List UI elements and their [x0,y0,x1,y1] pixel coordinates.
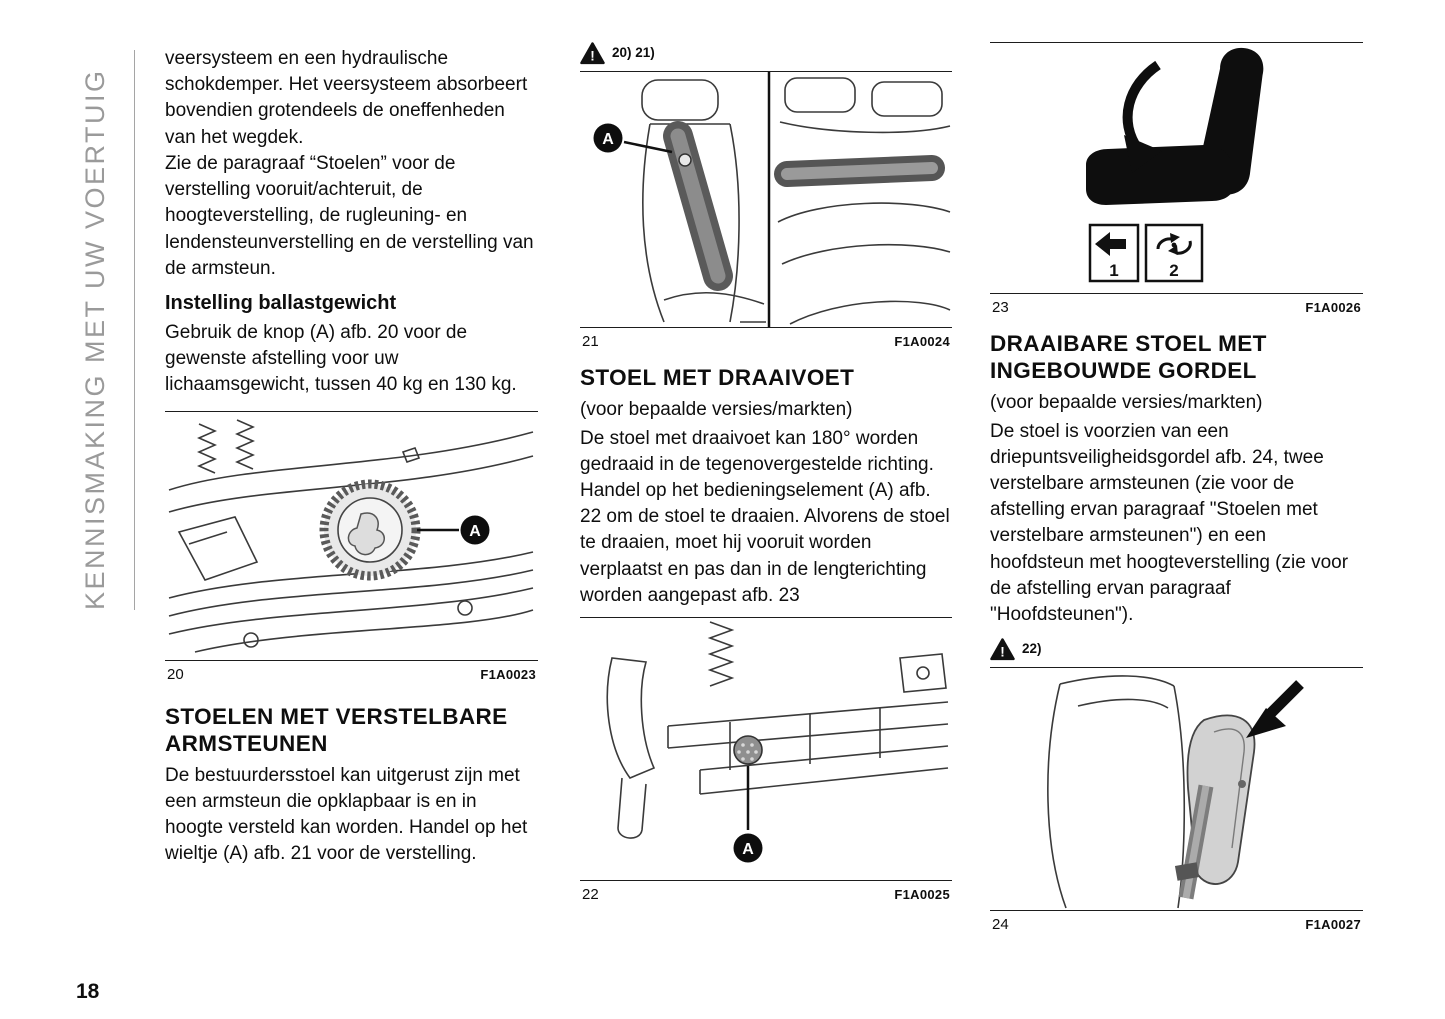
section-subnote: (voor bepaalde versies/markten) [580,399,853,420]
svg-text:A: A [469,523,481,540]
figure-20: A 20 F1A0023 [165,410,538,683]
section-heading-stoelen-armsteunen: STOELEN MET VERSTELBARE ARMSTEUNEN [165,703,508,756]
figure-23: 1 2 23 F1A0026 [990,42,1363,316]
center-armrest [774,155,945,187]
figure-caption: 23 F1A0026 [990,294,1363,316]
column-middle: ! 20) 21) [580,42,952,913]
figure-24: 24 F1A0027 [990,667,1363,933]
paragraph: De bestuurdersstoel kan uitgerust zijn m… [165,764,528,865]
figure-code: F1A0025 [894,887,950,903]
warning-note: ! 22) [990,638,1363,661]
warning-icon: ! [990,638,1015,661]
svg-text:!: ! [590,48,595,63]
figure-code: F1A0027 [1305,917,1361,933]
figure-20-drawing: A [165,410,538,661]
figure-21-drawing: A [580,71,952,328]
swivel-base-illustration: A [606,621,949,863]
marker-a-badge: A [460,515,490,545]
marker-a-badge: A [593,123,623,153]
swivel-seat-pictogram: 1 2 [1086,47,1264,283]
figure-22-drawing: A [580,617,952,882]
warning-note: ! 20) 21) [580,42,952,65]
section-heading-ballastgewicht: Instelling ballastgewicht [165,291,397,314]
section-heading-draaivoet: STOEL MET DRAAIVOET [580,365,855,390]
figure-caption: 24 F1A0027 [990,911,1363,933]
adjustment-knob [319,479,421,581]
figure-code: F1A0023 [480,666,536,682]
paragraph: Zie de paragraaf “Stoelen” voor de verst… [165,152,534,279]
sidebar-divider [134,50,135,610]
rotate-arrows-icon [1156,237,1192,255]
figure-code: F1A0026 [1305,300,1361,315]
forward-arrow-icon [1095,232,1126,256]
figure-22: A 22 F1A0025 [580,617,952,903]
figure-number: 22 [582,886,599,904]
figure-caption: 22 F1A0025 [580,881,952,903]
rotation-arrow [1122,60,1162,173]
paragraph: De stoel met draaivoet kan 180° worden g… [580,427,950,606]
seatbelt-strap [1174,785,1214,900]
paragraph: Gebruik de knop (A) afb. 20 voor de gewe… [165,321,517,396]
figure-21: A 21 F1A0024 [580,71,952,350]
belt-guide-panel [1186,715,1256,886]
seatbelt-seat-illustration [1047,675,1304,909]
svg-text:2: 2 [1169,261,1178,280]
figure-24-drawing [990,667,1363,912]
chapter-title-vertical: KENNISMAKING MET UW VOERTUIG [80,68,110,610]
figure-caption: 21 F1A0024 [580,328,952,350]
figure-number: 23 [992,299,1009,316]
seat-silhouette [1086,47,1264,205]
figure-23-drawing: 1 2 [990,42,1363,294]
column-left: veersysteem en een hydraulische schokdem… [165,46,538,868]
warning-references: 20) 21) [612,45,655,60]
paragraph: veersysteem en een hydraulische schokdem… [165,48,528,148]
warning-icon: ! [580,42,605,65]
figure-number: 21 [582,333,599,350]
suspension-knob-illustration: A [168,418,534,653]
page-number: 18 [76,980,100,1003]
folding-armrest [663,121,733,291]
figure-caption: 20 F1A0023 [165,661,538,683]
svg-text:1: 1 [1109,261,1118,280]
legend-box-1: 1 [1088,223,1140,283]
swivel-control-knob [733,735,763,765]
figure-number: 20 [167,665,184,683]
armrest-seat-illustration: A [593,72,951,327]
figure-code: F1A0024 [894,334,950,349]
paragraph: De stoel is voorzien van een driepuntsve… [990,420,1349,626]
section-subnote: (voor bepaalde versies/markten) [990,392,1263,413]
marker-a-badge: A [733,833,763,863]
section-heading-draaibare-stoel: DRAAIBARE STOEL MET INGEBOUWDE GORDEL [990,331,1267,383]
legend-box-2: 2 [1144,223,1204,283]
svg-text:!: ! [1000,645,1005,660]
svg-text:A: A [742,841,754,858]
figure-number: 24 [992,916,1009,934]
column-right: 1 2 23 F1A0026 DRAAIBARE STOEL [990,42,1363,943]
warning-references: 22) [1022,641,1042,657]
svg-text:A: A [602,131,614,148]
direction-arrow [1246,680,1304,739]
